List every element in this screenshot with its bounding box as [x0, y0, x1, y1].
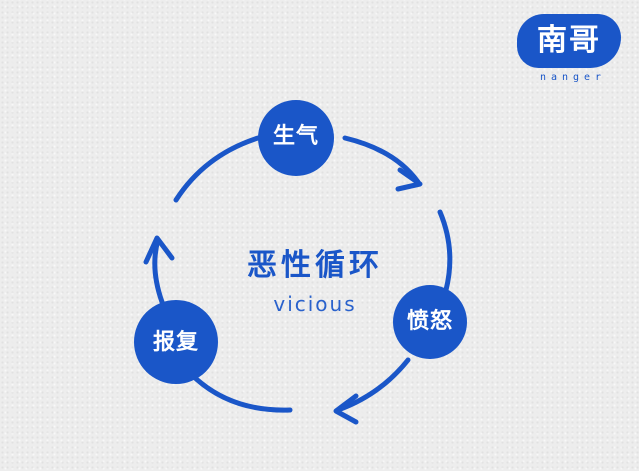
arc-anger-to-rage	[342, 135, 421, 185]
logo: 南哥 nanger	[517, 14, 627, 86]
arrowhead-bottom	[333, 393, 359, 425]
node-label-revenge: 报复	[152, 330, 199, 355]
arc-right-side	[437, 209, 453, 293]
arc-bottom	[189, 372, 293, 413]
arrowhead-top-right	[395, 167, 423, 192]
logo-subtext: nanger	[539, 72, 607, 83]
diagram-subtitle: vicious	[273, 292, 357, 316]
node-circle-anger	[258, 100, 334, 176]
arc-rage-to-revenge	[335, 357, 411, 413]
node-label-anger: 生气	[272, 124, 319, 149]
node-circle-revenge	[134, 300, 218, 384]
node-label-rage: 愤怒	[406, 309, 453, 334]
arc-revenge-up	[152, 237, 165, 305]
arc-left-side	[173, 135, 261, 203]
logo-badge: 南哥	[517, 14, 621, 68]
arrowhead-left	[143, 235, 175, 265]
diagram-title: 恶性循环	[247, 248, 383, 283]
node-circle-rage	[393, 285, 467, 359]
